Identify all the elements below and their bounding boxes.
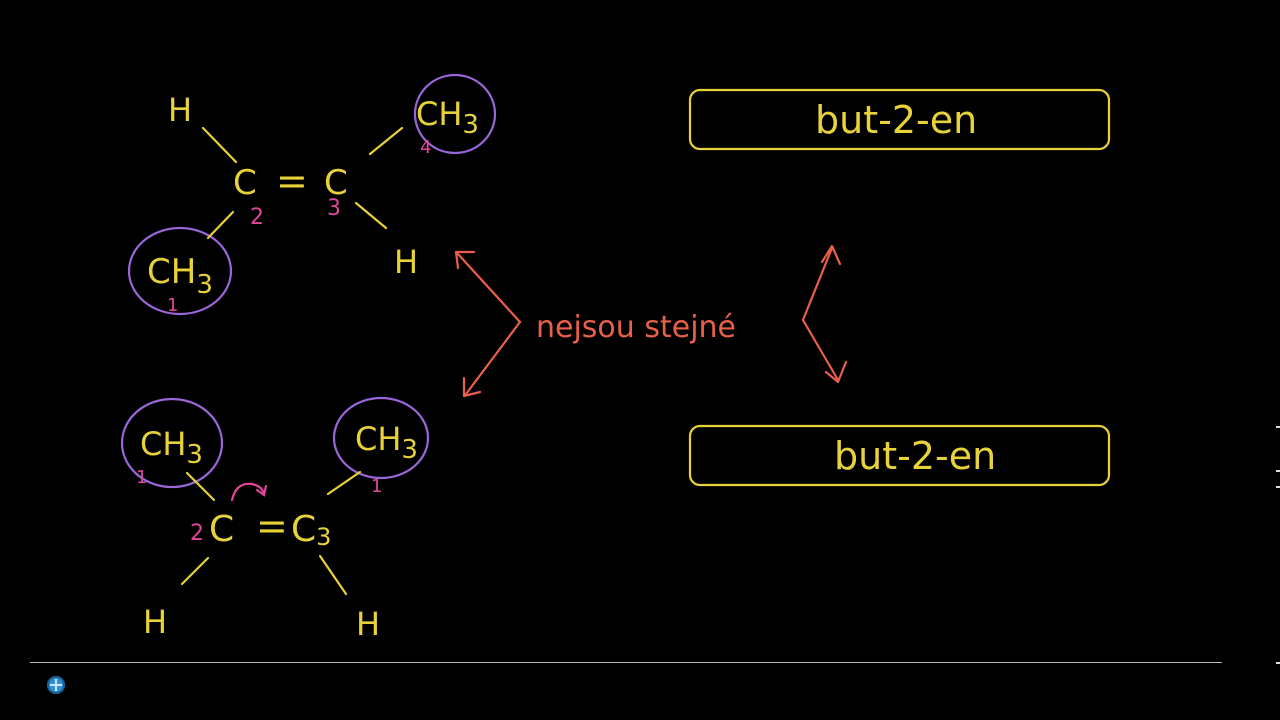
- bottom-ch3-left: CH3: [140, 425, 203, 470]
- bond-c2-h-bottom: [180, 556, 210, 586]
- top-num-left-ch3: 1: [167, 295, 178, 316]
- arrowhead-left-down: [462, 376, 482, 398]
- top-double-bond: =: [276, 159, 308, 203]
- top-c3: C: [324, 163, 348, 203]
- bottom-h-left: H: [143, 603, 167, 641]
- bottom-num-right-ch3: 1: [371, 476, 382, 497]
- top-ch3-left: CH3: [147, 252, 213, 300]
- arrow-left-up: [456, 252, 522, 324]
- note-text: nejsou stejné: [536, 310, 736, 345]
- top-ch3-left-circle: [127, 226, 233, 316]
- bond-c3-h-bottom: [318, 554, 348, 596]
- top-h-left: H: [168, 91, 192, 129]
- rotation-arrow-icon: [230, 482, 266, 502]
- rotation-arrowhead-icon: [255, 484, 268, 497]
- top-c2: C: [233, 163, 257, 203]
- bottom-ch3-right: CH3: [355, 420, 418, 465]
- arrow-right-up: [801, 246, 834, 322]
- top-molecule: H C = C CH3 CH3 H 2 3 1 4: [127, 73, 497, 316]
- arrow-left-down: [464, 320, 522, 396]
- bond-c3-ch3-bottom: [326, 470, 362, 496]
- bottom-double-bond: =: [256, 504, 288, 548]
- bottom-ch3-right-circle: [332, 396, 430, 480]
- bottom-num-left-ch3: 1: [136, 467, 147, 488]
- top-ch3-right-circle: [413, 73, 497, 155]
- bond-h-c2: [201, 126, 238, 164]
- top-num-c3: 3: [327, 196, 341, 221]
- bottom-c3: C3: [291, 509, 331, 551]
- bottom-c2: C: [209, 509, 234, 550]
- bottom-num-c2: 2: [190, 521, 204, 546]
- top-num-top-ch3: 4: [420, 137, 431, 158]
- top-h-right: H: [394, 243, 418, 281]
- top-num-c2: 2: [250, 205, 264, 230]
- edge-ticks: [1276, 420, 1280, 670]
- bond-c3-h: [354, 201, 388, 230]
- arrowhead-left-up: [454, 250, 476, 270]
- bond-c3-ch3: [368, 126, 404, 156]
- arrow-right-down: [801, 318, 840, 382]
- name-box-bottom: but-2-en: [688, 424, 1111, 487]
- seek-line[interactable]: [30, 662, 1222, 663]
- bottom-molecule: CH3 CH3 2 C = C3 H H 1 1: [120, 396, 430, 643]
- bottom-ch3-left-circle: [120, 397, 224, 489]
- bond-ch3-c2: [185, 471, 216, 502]
- bottom-h-right: H: [356, 605, 380, 643]
- bond-c2-ch3: [206, 210, 235, 240]
- arrowhead-right-up: [820, 244, 842, 266]
- name-box-top-label: but-2-en: [815, 98, 977, 142]
- top-ch3-right: CH3: [416, 95, 479, 140]
- crosshair-cursor-icon: [47, 676, 65, 694]
- name-box-bottom-label: but-2-en: [834, 434, 996, 478]
- comparison-arrows: [454, 244, 848, 398]
- name-box-top: but-2-en: [688, 88, 1111, 151]
- arrowhead-right-down: [824, 360, 848, 384]
